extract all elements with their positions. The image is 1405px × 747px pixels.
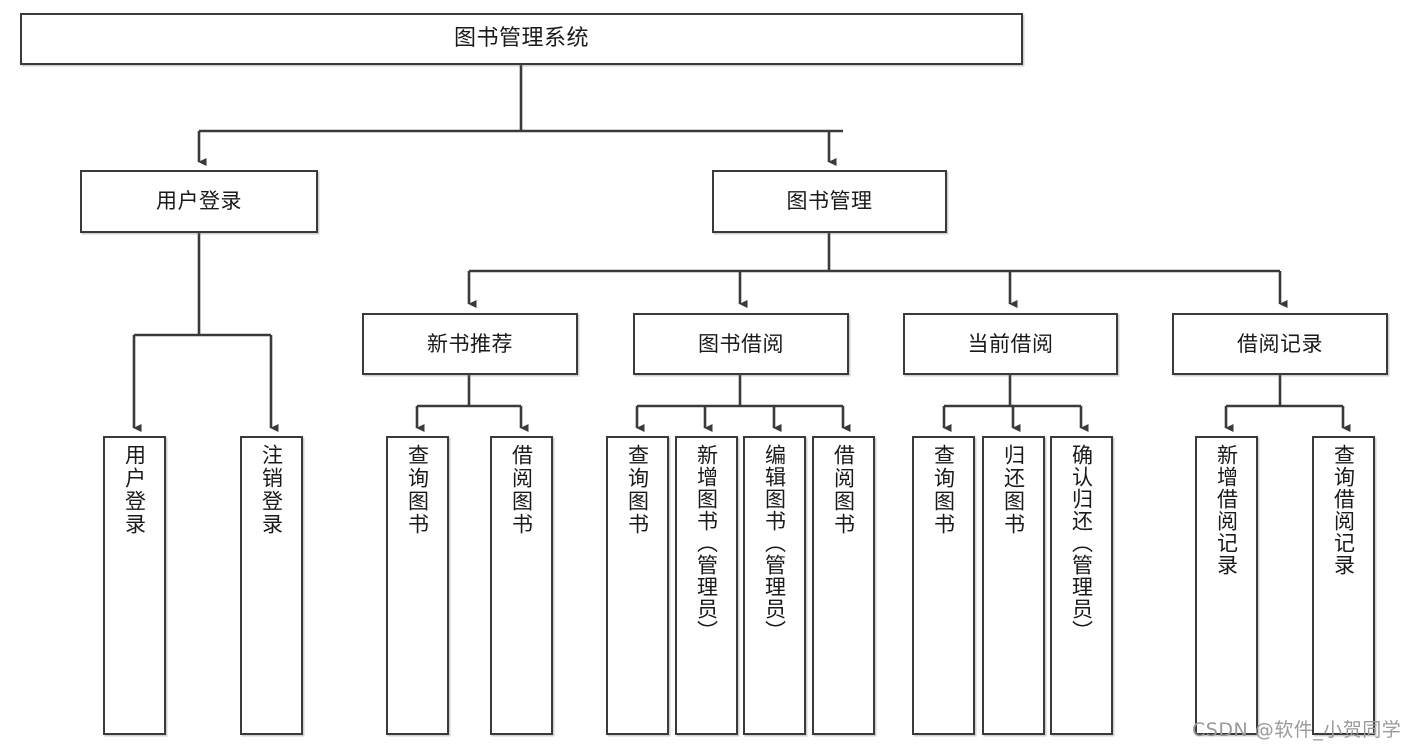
node-leaf-borrow-book-1-label: 借阅图书 (509, 444, 534, 536)
node-leaf-edit-book-label: 编辑图书（管理员） (762, 444, 787, 642)
node-book-manage[interactable]: 图书管理 (712, 170, 947, 233)
node-new-book-recommend[interactable]: 新书推荐 (362, 313, 578, 375)
node-user-login[interactable]: 用户登录 (80, 170, 318, 233)
node-book-borrow[interactable]: 图书借阅 (633, 313, 849, 375)
node-leaf-edit-book[interactable]: 编辑图书（管理员） (743, 436, 806, 735)
node-leaf-query-book-2-label: 查询图书 (625, 444, 650, 536)
node-leaf-add-book[interactable]: 新增图书（管理员） (675, 436, 738, 735)
node-leaf-query-record[interactable]: 查询借阅记录 (1312, 436, 1375, 735)
node-book-borrow-label: 图书借阅 (698, 331, 784, 356)
node-current-borrow-label: 当前借阅 (967, 331, 1054, 356)
node-book-manage-label: 图书管理 (786, 189, 873, 214)
node-current-borrow[interactable]: 当前借阅 (903, 313, 1118, 375)
node-borrow-record-label: 借阅记录 (1237, 331, 1323, 356)
node-borrow-record[interactable]: 借阅记录 (1172, 313, 1388, 375)
node-leaf-return-book[interactable]: 归还图书 (982, 436, 1045, 735)
node-leaf-query-book-3[interactable]: 查询图书 (912, 436, 975, 735)
node-new-book-recommend-label: 新书推荐 (427, 331, 513, 356)
node-leaf-add-record-label: 新增借阅记录 (1214, 444, 1239, 576)
node-leaf-logout-login[interactable]: 注销登录 (240, 436, 303, 735)
node-leaf-user-login[interactable]: 用户登录 (103, 436, 166, 735)
node-leaf-user-login-label: 用户登录 (122, 444, 147, 536)
node-leaf-logout-login-label: 注销登录 (259, 444, 284, 536)
node-leaf-query-book-2[interactable]: 查询图书 (606, 436, 669, 735)
node-leaf-add-book-label: 新增图书（管理员） (694, 444, 719, 642)
node-leaf-return-book-label: 归还图书 (1001, 444, 1026, 536)
node-leaf-query-book-1-label: 查询图书 (405, 444, 430, 536)
node-leaf-add-record[interactable]: 新增借阅记录 (1195, 436, 1258, 735)
node-leaf-query-record-label: 查询借阅记录 (1331, 444, 1356, 576)
node-user-login-label: 用户登录 (156, 189, 242, 214)
csdn-watermark: CSDN @软件_小贺同学 (1192, 719, 1402, 741)
node-leaf-borrow-book-2-label: 借阅图书 (831, 444, 856, 536)
node-leaf-query-book-1[interactable]: 查询图书 (386, 436, 449, 735)
node-leaf-query-book-3-label: 查询图书 (931, 444, 956, 536)
node-leaf-confirm-return-label: 确认归还（管理员） (1069, 444, 1094, 642)
node-root-label: 图书管理系统 (453, 26, 589, 52)
node-leaf-borrow-book-2[interactable]: 借阅图书 (812, 436, 875, 735)
node-leaf-borrow-book-1[interactable]: 借阅图书 (490, 436, 553, 735)
node-root-book-management-system[interactable]: 图书管理系统 (20, 13, 1023, 65)
node-leaf-confirm-return[interactable]: 确认归还（管理员） (1050, 436, 1113, 735)
